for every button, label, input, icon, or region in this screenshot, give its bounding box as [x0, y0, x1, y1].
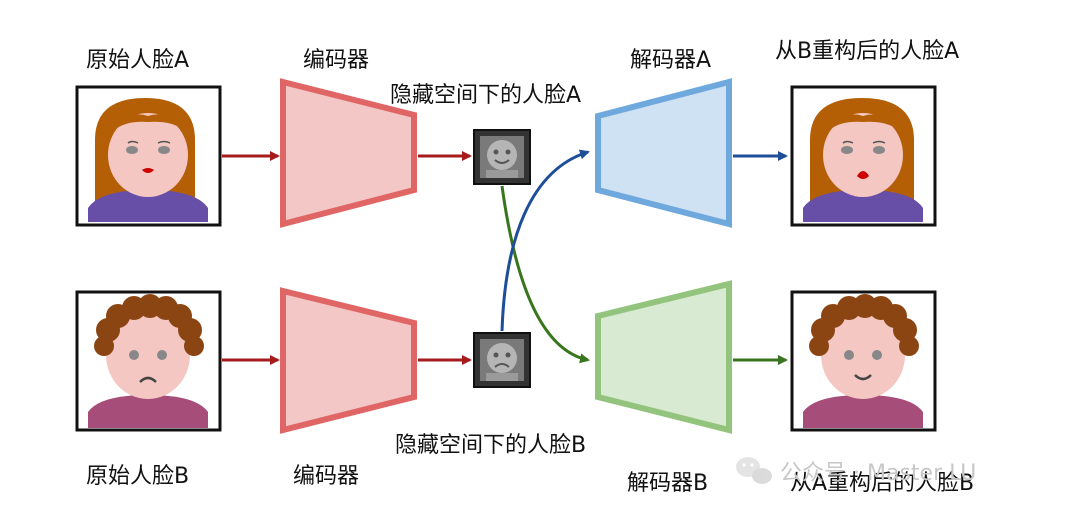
label-reconstructed-b-from-a: 从A重构后的人脸B	[790, 471, 975, 496]
label-decoder-b: 解码器B	[627, 471, 709, 496]
decoder-a	[595, 78, 732, 228]
arrow-latent-b-to-decoder-a	[500, 149, 590, 332]
reconstructed-face-a-frame	[790, 85, 937, 227]
encoder-bottom	[280, 287, 417, 434]
face-b-icon	[88, 294, 208, 428]
decoder-b	[595, 280, 732, 434]
original-face-a-frame	[75, 85, 222, 227]
latent-face-b	[473, 332, 531, 388]
reconstructed-face-b-icon	[803, 294, 923, 428]
arrow-latent-a-to-decoder-b	[500, 185, 590, 364]
reconstructed-face-a-icon	[803, 98, 923, 222]
label-latent-face-b: 隐藏空间下的人脸B	[395, 433, 587, 458]
original-face-b-frame	[75, 290, 222, 432]
watermark-text: 公众号 · Master LU	[780, 461, 977, 486]
label-reconstructed-a-from-b: 从B重构后的人脸A	[775, 39, 960, 64]
face-a-icon	[88, 98, 208, 222]
wechat-icon	[736, 457, 772, 484]
label-original-face-a: 原始人脸A	[86, 48, 190, 73]
label-original-face-b: 原始人脸B	[86, 464, 190, 489]
reconstructed-face-b-frame	[790, 290, 937, 432]
encoder-top	[280, 78, 417, 228]
latent-face-a	[473, 129, 531, 185]
label-encoder-top: 编码器	[303, 48, 370, 73]
label-encoder-bottom: 编码器	[293, 464, 360, 489]
label-latent-face-a: 隐藏空间下的人脸A	[390, 83, 582, 108]
label-decoder-a: 解码器A	[630, 48, 712, 73]
